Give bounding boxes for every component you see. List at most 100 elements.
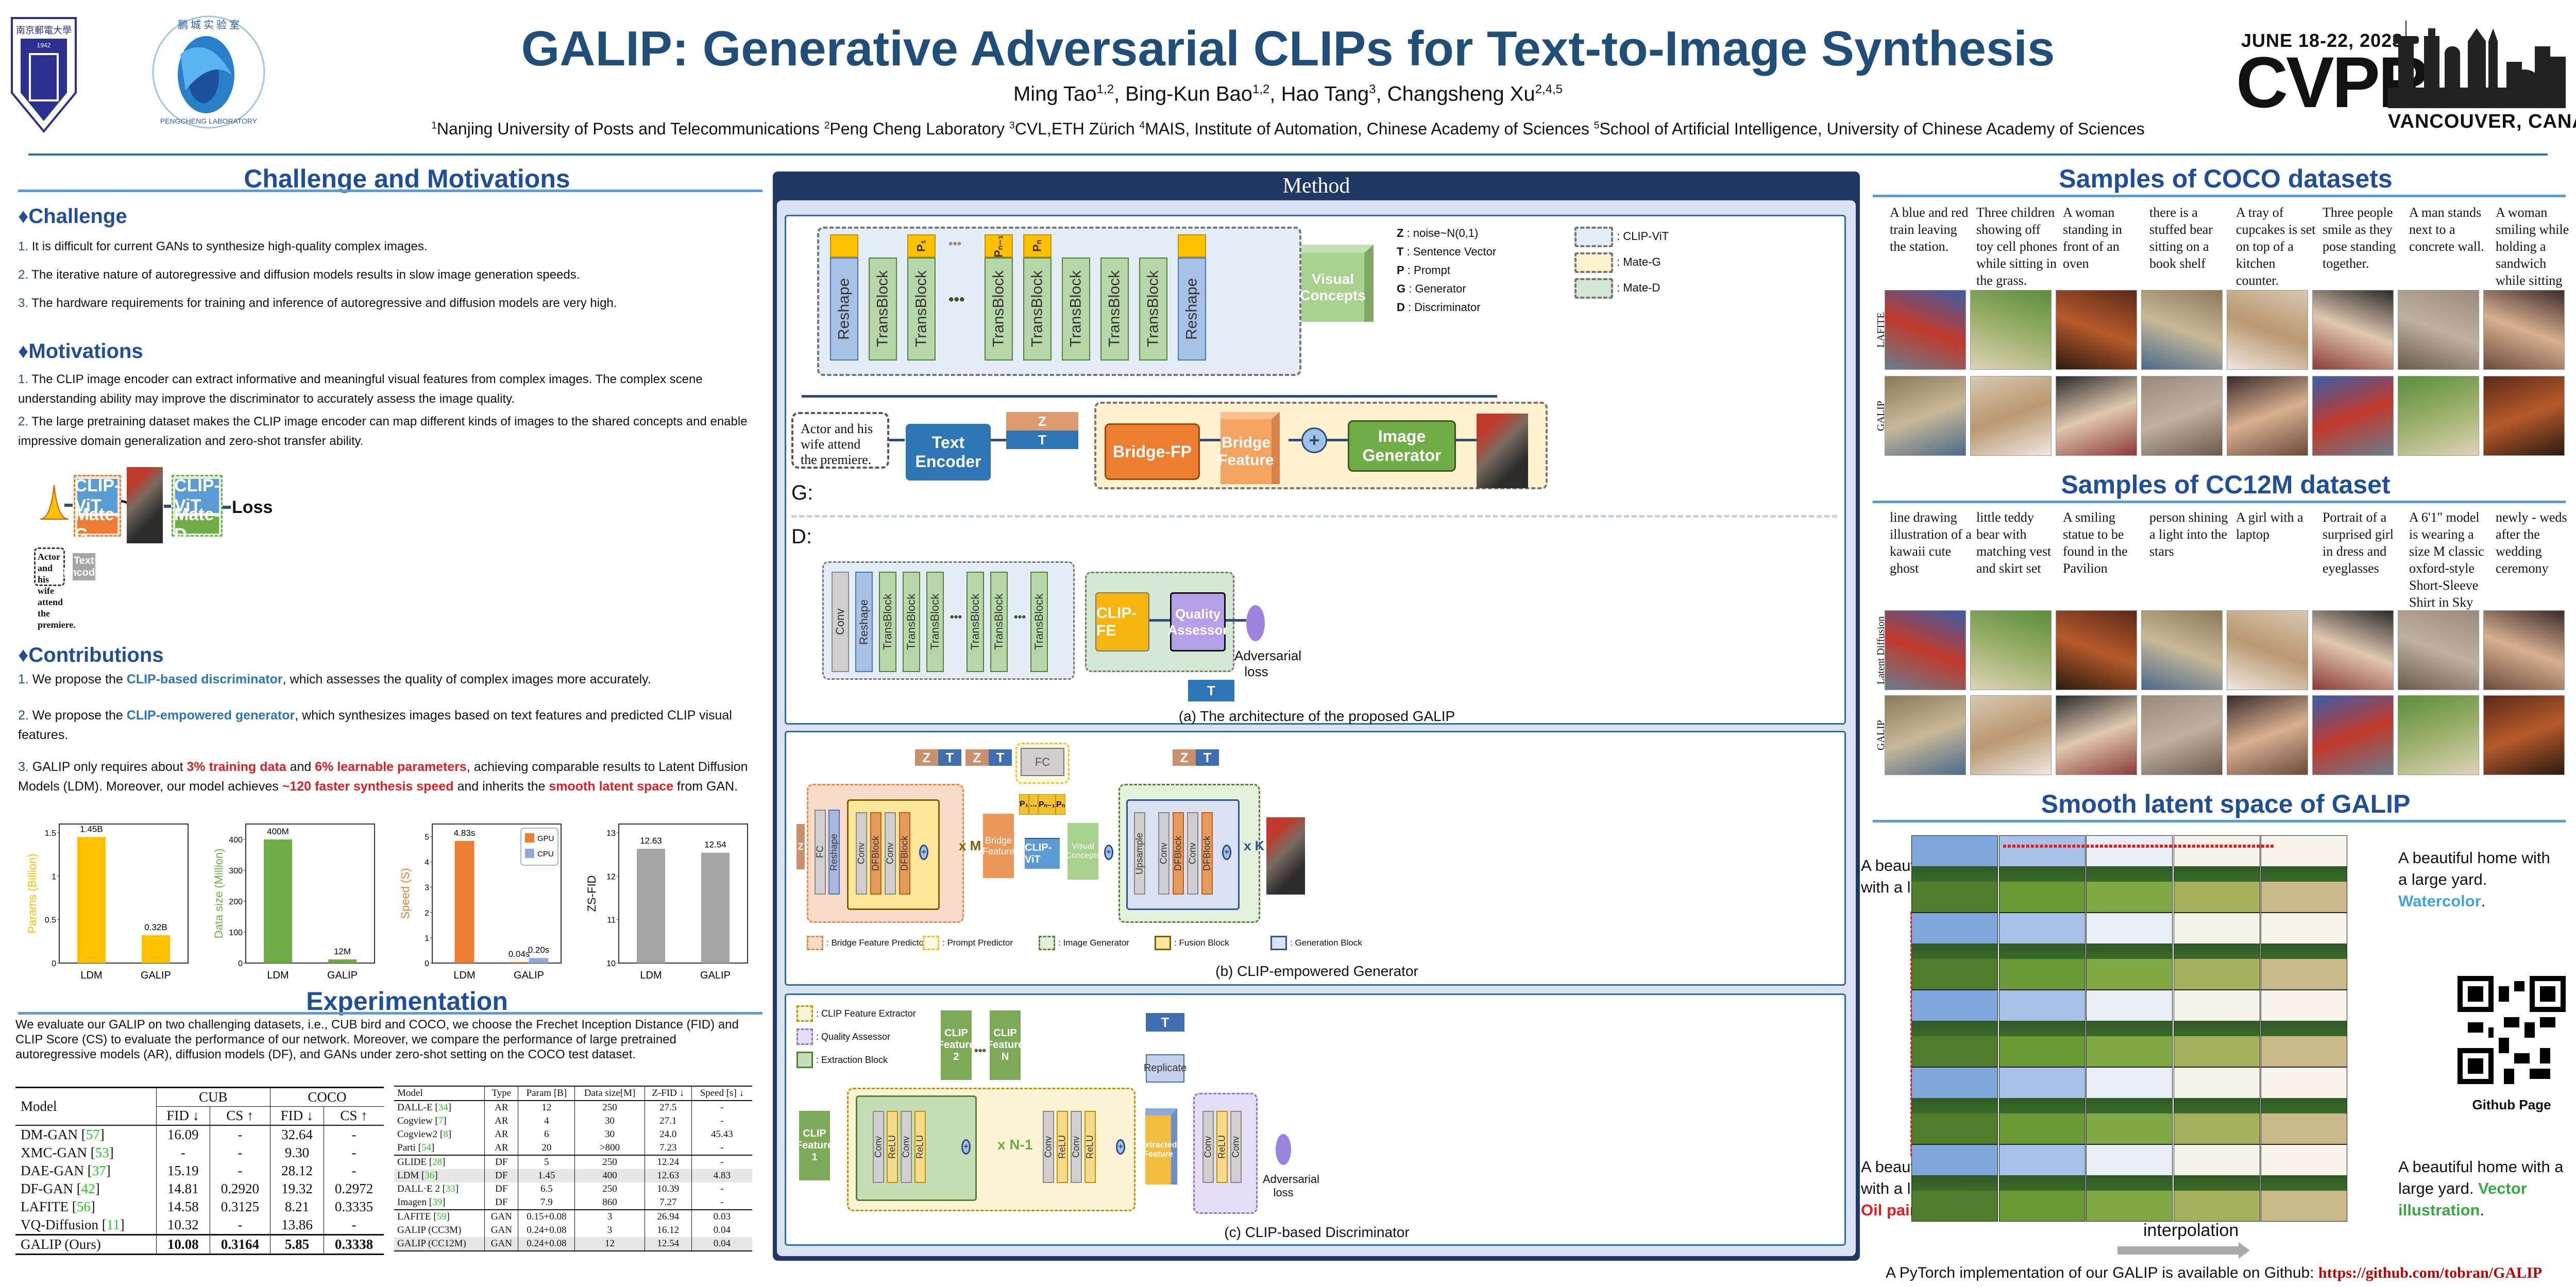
y-tick-label: 5 bbox=[425, 833, 429, 842]
clip-feature-1-cube: CLIP Feature 1 bbox=[796, 1111, 833, 1180]
y-tick-label: 0 bbox=[52, 959, 56, 968]
list-item: 2. The large pretraining dataset makes t… bbox=[18, 415, 748, 448]
svg-text:鹏 城 实 验 室: 鹏 城 实 验 室 bbox=[178, 19, 240, 31]
adversarial-loss-icon bbox=[1246, 605, 1265, 641]
panel-c-caption: (c) CLIP-based Discriminator bbox=[1224, 1224, 1410, 1240]
y-axis-label: Params (Billion) bbox=[26, 853, 39, 933]
conference-location: VANCOUVER, CANADA bbox=[2388, 111, 2576, 132]
loss-label: Loss bbox=[232, 497, 273, 517]
author-list: Ming Tao1,2, Bing-Kun Bao1,2, Hao Tang3,… bbox=[1013, 82, 1563, 106]
prompt-text-box: Actor and his wife attend the premiere. bbox=[34, 547, 76, 630]
bar bbox=[264, 839, 292, 963]
interpolation-image bbox=[2261, 835, 2347, 913]
sample-caption: A woman smiling while holding a sandwich… bbox=[2496, 205, 2569, 305]
x-tick-label: LDM bbox=[453, 970, 475, 981]
section-divider bbox=[1873, 820, 2566, 822]
sample-image bbox=[2141, 376, 2223, 456]
prompt-bottom-right: A beautiful home with a large yard. Vect… bbox=[2398, 1158, 2564, 1219]
plot-frame bbox=[432, 823, 562, 964]
data-label: 0.20s bbox=[528, 945, 550, 955]
interpolation-image bbox=[2173, 1144, 2260, 1222]
interpolation-image bbox=[1998, 835, 2086, 913]
affiliation: School of Artificial Intelligence, Unive… bbox=[1599, 119, 2145, 138]
interpolation-image bbox=[1998, 990, 2086, 1067]
bridge-feature-cube: Bridge Feature bbox=[1218, 412, 1280, 484]
sample-image bbox=[2227, 290, 2308, 370]
relu-block: ReLU bbox=[887, 1111, 898, 1183]
x-tick-label: LDM bbox=[267, 970, 289, 981]
y-tick-label: 400 bbox=[229, 836, 243, 845]
section-divider bbox=[1873, 501, 2566, 503]
sample-image bbox=[2312, 610, 2394, 690]
replicate-block: Replicate bbox=[1144, 1054, 1187, 1083]
sample-caption: little teddy bear with matching vest and… bbox=[1976, 510, 2052, 576]
legend-label: : Mate-G bbox=[1617, 255, 1661, 268]
t-token: T bbox=[1006, 431, 1078, 449]
svg-text:PENGCHENG LABORATORY: PENGCHENG LABORATORY bbox=[160, 117, 258, 125]
legend-label: : Quality Assessor bbox=[816, 1032, 891, 1042]
generated-image bbox=[127, 467, 163, 543]
add-icon: + bbox=[919, 845, 928, 860]
ellipsis-icon: ••• bbox=[974, 1044, 987, 1057]
legend-label: : Fusion Block bbox=[1174, 938, 1229, 948]
sample-image bbox=[2141, 610, 2223, 690]
y-tick-label: 200 bbox=[229, 898, 243, 906]
sample-image bbox=[2227, 610, 2308, 690]
bridge-fp-block: Bridge-FP bbox=[1105, 423, 1200, 480]
interpolation-image bbox=[2261, 990, 2347, 1067]
author-name: Ming Tao bbox=[1013, 82, 1097, 106]
bar bbox=[529, 958, 549, 963]
transblock: TransBlock bbox=[879, 572, 896, 672]
section-title-challenge: Challenge and Motivations bbox=[244, 164, 570, 193]
github-link[interactable]: https://github.com/tobran/GALIP bbox=[2318, 1264, 2543, 1281]
sample-image bbox=[2312, 695, 2394, 775]
transblock: TransBlock bbox=[907, 258, 936, 361]
conv-block: Conv bbox=[832, 572, 849, 672]
gaussian-icon bbox=[40, 485, 69, 520]
interpolation-image bbox=[1998, 1067, 2086, 1144]
bar bbox=[509, 962, 529, 963]
add-icon: + bbox=[961, 1139, 971, 1155]
legend-swatch bbox=[1574, 252, 1613, 273]
prompt-token bbox=[830, 234, 858, 258]
prompt-token bbox=[1178, 234, 1206, 258]
legend-item: D : Discriminator bbox=[1397, 301, 1481, 314]
sample-image bbox=[2483, 290, 2565, 370]
t-token: T bbox=[938, 749, 961, 766]
transblock: TransBlock bbox=[1062, 258, 1090, 361]
dfblock: DFBlock bbox=[899, 812, 910, 895]
clip-feature-2-cube: CLIP Feature 2 bbox=[938, 1010, 975, 1080]
y-tick-label: 12 bbox=[606, 872, 616, 881]
contribution-1: 1. We propose the CLIP-based discriminat… bbox=[18, 672, 651, 687]
g-d-separator bbox=[791, 515, 1837, 518]
contributions-heading: ♦Contributions bbox=[18, 644, 164, 666]
transblock: TransBlock bbox=[1100, 258, 1129, 361]
visual-concepts-cube: Visual Concepts bbox=[1300, 245, 1374, 322]
transblock: TransBlock bbox=[869, 258, 897, 361]
interpolation-image bbox=[2086, 1067, 2173, 1144]
reshape-block: Reshape bbox=[830, 258, 858, 361]
conference-dates: JUNE 18-22, 2023 bbox=[2241, 30, 2403, 51]
motivations-heading: ♦Motivations bbox=[18, 340, 143, 363]
interp-highlight-top bbox=[2003, 845, 2274, 848]
list-item: 1. It is difficult for current GANs to s… bbox=[18, 239, 428, 253]
qr-code[interactable] bbox=[2454, 973, 2569, 1087]
relu-block: ReLU bbox=[1216, 1111, 1228, 1183]
fc-block: FC bbox=[815, 810, 826, 895]
add-icon: + bbox=[1116, 1139, 1125, 1155]
author-name: Hao Tang bbox=[1281, 82, 1369, 106]
sample-caption: Portrait of a surprised girl in dress an… bbox=[2323, 510, 2394, 576]
d-label: D: bbox=[791, 525, 812, 548]
table-row: DAE-GAN [37]15.19-28.12- bbox=[15, 1162, 384, 1180]
legend-swatch bbox=[796, 1005, 813, 1022]
prompt-text-box: Actor and his wife attend the premiere. bbox=[791, 412, 889, 469]
panel-a-caption: (a) The architecture of the proposed GAL… bbox=[1178, 708, 1455, 724]
dfblock: DFBlock bbox=[1201, 812, 1213, 895]
pengcheng-logo: 鹏 城 实 验 室 PENGCHENG LABORATORY bbox=[149, 13, 268, 131]
legend-swatch bbox=[1574, 278, 1613, 299]
y-tick-label: 300 bbox=[229, 867, 243, 876]
adversarial-loss-icon bbox=[1276, 1134, 1291, 1165]
